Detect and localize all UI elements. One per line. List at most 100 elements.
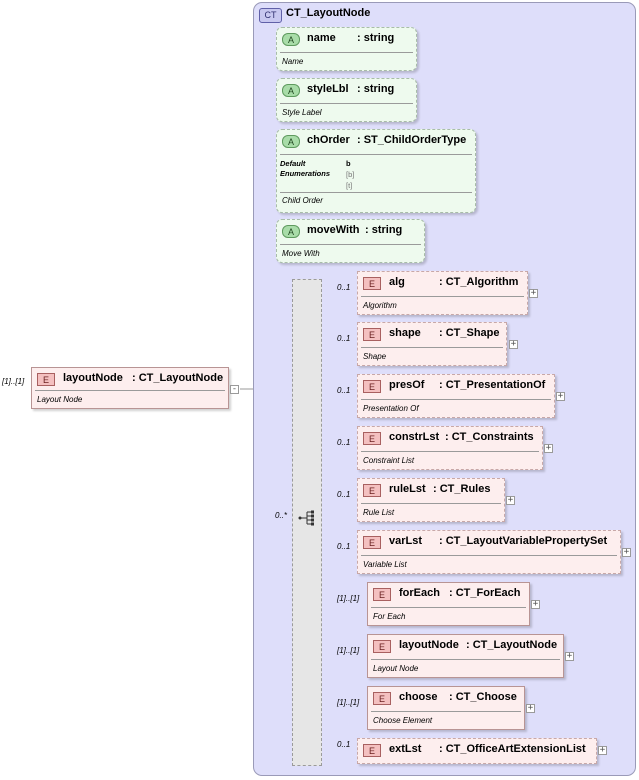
element-type: : CT_Algorithm xyxy=(439,276,519,288)
element-type: : CT_LayoutNode xyxy=(466,639,558,651)
element-badge: E xyxy=(363,744,381,757)
element-badge: E xyxy=(363,432,381,445)
element-cardinality: [1]..[1] xyxy=(337,594,360,603)
enumerations-label: Enumerations xyxy=(280,169,331,178)
element-name: alg xyxy=(389,276,405,288)
attribute-chorder[interactable]: A chOrder : ST_ChildOrderType Default b … xyxy=(276,129,476,213)
element-badge: E xyxy=(363,380,381,393)
element-badge: E xyxy=(37,373,55,386)
element-varlst[interactable]: E varLst : CT_LayoutVariablePropertySet … xyxy=(357,530,621,574)
element-badge: E xyxy=(363,536,381,549)
element-doc: Constraint List xyxy=(363,456,415,465)
element-badge: E xyxy=(373,588,391,601)
default-label: Default xyxy=(280,159,306,168)
element-cardinality: 0..1 xyxy=(337,490,351,499)
collapse-toggle[interactable]: - xyxy=(230,384,239,394)
element-name: varLst xyxy=(389,535,423,547)
element-type: : CT_OfficeArtExtensionList xyxy=(439,743,586,755)
element-type: : CT_Rules xyxy=(433,483,491,495)
element-doc: Presentation Of xyxy=(363,404,419,413)
element-type: : CT_PresentationOf xyxy=(439,379,546,391)
root-cardinality: [1]..[1] xyxy=(2,377,25,386)
element-name: ruleLst xyxy=(389,483,426,495)
element-doc: Choose Element xyxy=(373,716,433,725)
element-presof[interactable]: E presOf : CT_PresentationOf Presentatio… xyxy=(357,374,555,418)
attribute-type: : string xyxy=(357,83,395,95)
element-badge: E xyxy=(373,640,391,653)
attribute-badge: A xyxy=(282,135,300,148)
element-extlst[interactable]: E extLst : CT_OfficeArtExtensionList xyxy=(357,738,597,764)
element-doc: For Each xyxy=(373,612,406,621)
element-cardinality: 0..1 xyxy=(337,438,351,447)
attribute-stylelbl[interactable]: A styleLbl : string Style Label xyxy=(276,78,417,122)
element-doc: Rule List xyxy=(363,508,395,517)
attribute-label: chOrder xyxy=(307,134,350,146)
attribute-doc: Move With xyxy=(282,249,320,258)
element-doc: Shape xyxy=(363,352,387,361)
element-name: layoutNode xyxy=(63,372,123,384)
element-type: : CT_Choose xyxy=(449,691,517,703)
attribute-doc: Style Label xyxy=(282,108,322,117)
element-cardinality: 0..1 xyxy=(337,283,351,292)
expand-toggle[interactable]: + xyxy=(509,339,518,349)
expand-toggle[interactable]: + xyxy=(506,495,515,505)
element-badge: E xyxy=(363,484,381,497)
expand-toggle[interactable]: + xyxy=(622,547,631,557)
expand-toggle[interactable]: + xyxy=(531,599,540,609)
expand-toggle[interactable]: + xyxy=(598,745,607,755)
element-alg[interactable]: E alg : CT_Algorithm Algorithm xyxy=(357,271,528,315)
element-name: constrLst xyxy=(389,431,440,443)
attribute-type: : string xyxy=(365,224,403,236)
element-cardinality: [1]..[1] xyxy=(337,698,360,707)
element-cardinality: 0..1 xyxy=(337,740,351,749)
element-type: : CT_ForEach xyxy=(449,587,521,599)
attribute-badge: A xyxy=(282,225,300,238)
element-name: choose xyxy=(399,691,438,703)
attribute-name[interactable]: A name : string Name xyxy=(276,27,417,71)
element-name: presOf xyxy=(389,379,425,391)
element-doc: Algorithm xyxy=(363,301,397,310)
attribute-badge: A xyxy=(282,84,300,97)
element-cardinality: [1]..[1] xyxy=(337,646,360,655)
expand-toggle[interactable]: + xyxy=(529,288,538,298)
element-cardinality: 0..1 xyxy=(337,542,351,551)
element-type: : CT_Shape xyxy=(439,327,500,339)
element-doc: Variable List xyxy=(363,560,407,569)
attribute-type: : ST_ChildOrderType xyxy=(357,134,467,146)
element-name: forEach xyxy=(399,587,440,599)
element-cardinality: 0..1 xyxy=(337,334,351,343)
element-constrlst[interactable]: E constrLst : CT_Constraints Constraint … xyxy=(357,426,543,470)
attribute-movewith[interactable]: A moveWith : string Move With xyxy=(276,219,425,263)
element-foreach[interactable]: E forEach : CT_ForEach For Each xyxy=(367,582,530,626)
expand-toggle[interactable]: + xyxy=(544,443,553,453)
element-doc: Layout Node xyxy=(37,395,83,404)
attribute-label: name xyxy=(307,32,336,44)
complex-type-title: CT_LayoutNode xyxy=(286,7,371,19)
expand-toggle[interactable]: + xyxy=(556,391,565,401)
element-rulelst[interactable]: E ruleLst : CT_Rules Rule List xyxy=(357,478,505,522)
sequence-icon xyxy=(298,510,314,526)
expand-toggle[interactable]: + xyxy=(526,703,535,713)
attribute-doc: Name xyxy=(282,57,304,66)
element-name: shape xyxy=(389,327,421,339)
attribute-doc: Child Order xyxy=(282,196,323,205)
element-badge: E xyxy=(363,277,381,290)
element-name: layoutNode xyxy=(399,639,459,651)
element-choose[interactable]: E choose : CT_Choose Choose Element xyxy=(367,686,525,730)
attribute-type: : string xyxy=(357,32,395,44)
element-badge: E xyxy=(373,692,391,705)
expand-toggle[interactable]: + xyxy=(565,651,574,661)
attribute-label: styleLbl xyxy=(307,83,349,95)
attribute-label: moveWith xyxy=(307,224,360,236)
element-badge: E xyxy=(363,328,381,341)
element-shape[interactable]: E shape : CT_Shape Shape xyxy=(357,322,507,366)
enumeration-item: [b] xyxy=(346,170,355,179)
element-type: : CT_Constraints xyxy=(445,431,534,443)
root-element-layoutnode[interactable]: E layoutNode : CT_LayoutNode Layout Node xyxy=(31,367,229,409)
element-type: : CT_LayoutNode xyxy=(132,372,224,384)
element-layoutnode[interactable]: E layoutNode : CT_LayoutNode Layout Node xyxy=(367,634,564,678)
enumeration-item: [t] xyxy=(346,181,353,190)
element-name: extLst xyxy=(389,743,422,755)
default-value: b xyxy=(346,159,351,168)
attribute-badge: A xyxy=(282,33,300,46)
